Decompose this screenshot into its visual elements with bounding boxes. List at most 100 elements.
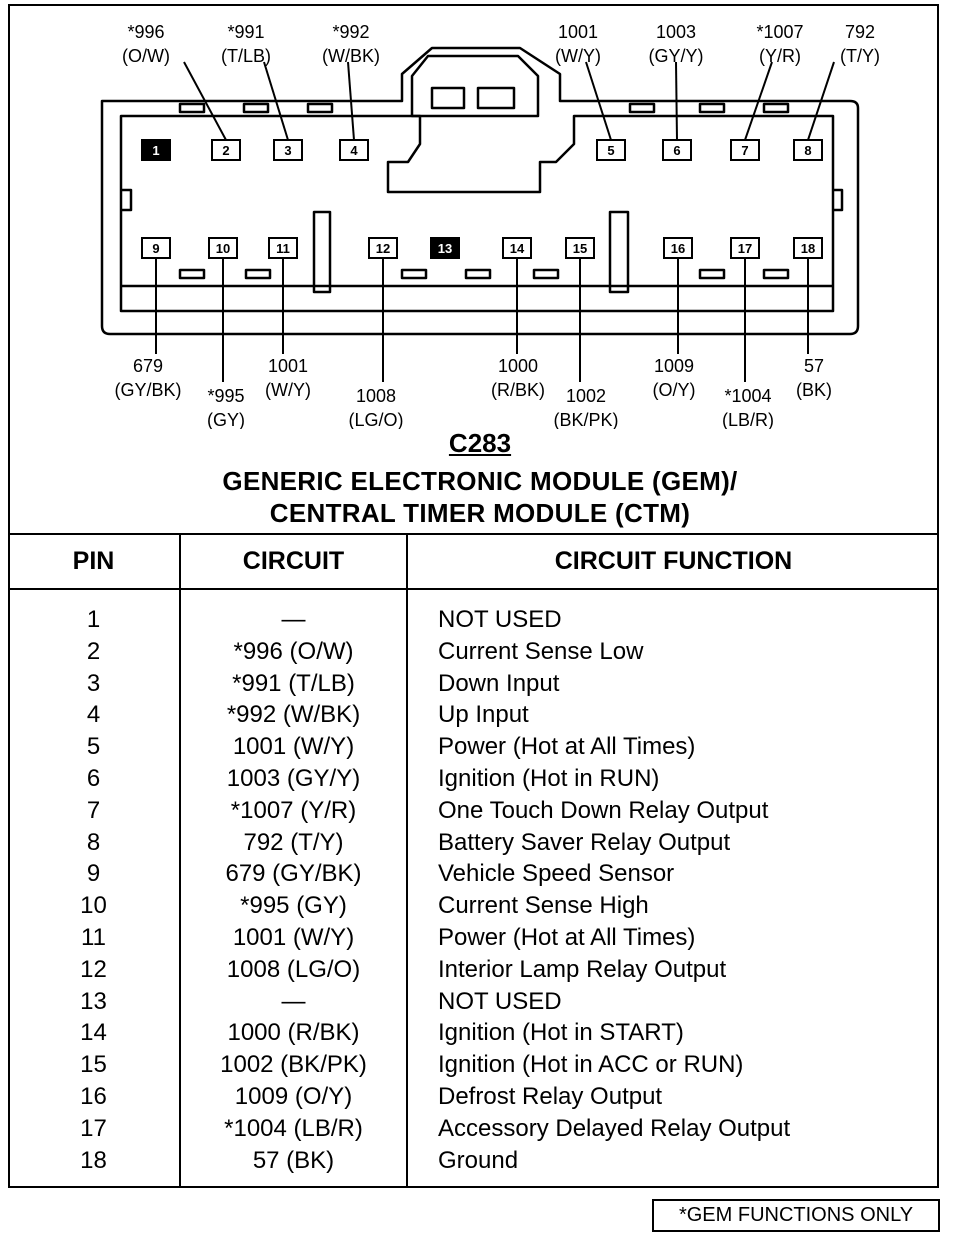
pin-cell: 3 bbox=[86, 669, 101, 697]
circuit-cell: *1004 (LB/R) bbox=[179, 1112, 407, 1145]
function-cell: Down Input bbox=[406, 667, 939, 700]
wire-color: (GY/Y) bbox=[648, 46, 703, 66]
circuit-cell: 792 (T/Y) bbox=[179, 826, 407, 859]
wire-color: (O/W) bbox=[122, 46, 170, 66]
pin-7: 7 bbox=[730, 139, 760, 161]
wire-label-pin-7: *1007(Y/R) bbox=[756, 22, 803, 66]
wire-color: (LB/R) bbox=[722, 410, 774, 429]
pin-18: 18 bbox=[793, 237, 823, 259]
leader-line bbox=[744, 61, 773, 141]
circuit-cell: *1007 (Y/R) bbox=[179, 794, 407, 827]
pin-number: 17 bbox=[738, 241, 752, 256]
pin-cavity bbox=[793, 139, 823, 161]
function-cell: Current Sense Low bbox=[406, 635, 939, 668]
function-cell: Ignition (Hot in START) bbox=[406, 1017, 939, 1050]
wire-label-pin-16: 1009(O/Y) bbox=[653, 356, 696, 400]
circuit-cell: 57 (BK) bbox=[179, 1144, 407, 1189]
wire-color: (W/BK) bbox=[322, 46, 380, 66]
pin-cavity bbox=[141, 237, 171, 259]
pin-4: 4 bbox=[339, 139, 369, 161]
circuit-number: 1002 bbox=[566, 386, 606, 406]
table-row: 2*996 (O/W)Current Sense Low bbox=[8, 635, 939, 668]
pin-2: 2 bbox=[211, 139, 241, 161]
pin-12: 12 bbox=[368, 237, 398, 259]
pin-cell: 13 bbox=[80, 987, 107, 1015]
pin-cavity bbox=[730, 237, 760, 259]
pin-17: 17 bbox=[730, 237, 760, 259]
circuit-cell: 1001 (W/Y) bbox=[179, 921, 407, 954]
table-row: 1—NOT USED bbox=[8, 589, 939, 636]
circuit-cell: 679 (GY/BK) bbox=[179, 858, 407, 891]
pin-5: 5 bbox=[596, 139, 626, 161]
pin-cavity bbox=[211, 139, 241, 161]
circuit-number: *995 bbox=[207, 386, 244, 406]
pin-number: 3 bbox=[284, 143, 291, 158]
pin-number: 9 bbox=[152, 241, 159, 256]
table-row: 4*992 (W/BK)Up Input bbox=[8, 699, 939, 732]
function-cell: Accessory Delayed Relay Output bbox=[406, 1112, 939, 1145]
leader-line bbox=[807, 61, 835, 141]
pin-number: 2 bbox=[222, 143, 229, 158]
circuit-number: 1001 bbox=[268, 356, 308, 376]
function-cell: Battery Saver Relay Output bbox=[406, 826, 939, 859]
wire-color: (LG/O) bbox=[348, 410, 403, 429]
circuit-cell: 1001 (W/Y) bbox=[179, 731, 407, 763]
table-row: 13—NOT USED bbox=[8, 985, 939, 1018]
pin-cavity bbox=[793, 237, 823, 259]
function-cell: Power (Hot at All Times) bbox=[406, 921, 939, 954]
wire-color: (O/Y) bbox=[653, 380, 696, 400]
wire-label-pin-11: 1001(W/Y) bbox=[265, 356, 311, 400]
wire-color: (BK) bbox=[796, 380, 832, 400]
pin-13: 13 bbox=[430, 237, 460, 259]
pin-cavity bbox=[662, 139, 692, 161]
pin-number: 8 bbox=[804, 143, 811, 158]
leader-lines bbox=[155, 61, 835, 382]
pin-1: 1 bbox=[141, 139, 171, 161]
circuit-number: 1000 bbox=[498, 356, 538, 376]
wire-label-pin-18: 57(BK) bbox=[796, 356, 832, 400]
wire-color: (BK/PK) bbox=[553, 410, 618, 429]
wire-color: (GY) bbox=[207, 410, 245, 429]
wire-label-pin-4: *992(W/BK) bbox=[322, 22, 380, 66]
pin-cell: 12 bbox=[80, 955, 107, 983]
table-row: 10*995 (GY)Current Sense High bbox=[8, 890, 939, 922]
circuit-number: 679 bbox=[133, 356, 163, 376]
pin-cavity bbox=[663, 237, 693, 259]
pin-cell: 5 bbox=[86, 733, 101, 761]
circuit-number: 1008 bbox=[356, 386, 396, 406]
circuit-cell: — bbox=[179, 985, 407, 1018]
circuit-number: 1001 bbox=[558, 22, 598, 42]
wire-color: (GY/BK) bbox=[114, 380, 181, 400]
wire-label-pin-2: *996(O/W) bbox=[122, 22, 170, 66]
leader-line bbox=[183, 61, 227, 141]
pin-15: 15 bbox=[565, 237, 595, 259]
pin-cavity bbox=[596, 139, 626, 161]
wire-label-pin-5: 1001(W/Y) bbox=[555, 22, 601, 66]
function-cell: Up Input bbox=[406, 699, 939, 732]
function-cell: Ignition (Hot in ACC or RUN) bbox=[406, 1049, 939, 1081]
circuit-number: *1004 bbox=[724, 386, 771, 406]
pin-cavity bbox=[730, 139, 760, 161]
circuit-number: 792 bbox=[845, 22, 875, 42]
header-circuit-function: CIRCUIT FUNCTION bbox=[406, 533, 939, 590]
pin-number: 4 bbox=[350, 143, 358, 158]
wire-color: (T/Y) bbox=[840, 46, 880, 66]
circuit-cell: 1000 (R/BK) bbox=[179, 1017, 407, 1050]
pin-number: 16 bbox=[671, 241, 685, 256]
wire-label-pin-10: *995 (GY) bbox=[207, 386, 245, 429]
table-row: 3*991 (T/LB)Down Input bbox=[8, 667, 939, 700]
pin-cell: 15 bbox=[80, 1051, 107, 1079]
circuit-cell: *996 (O/W) bbox=[179, 635, 407, 668]
pin-number: 15 bbox=[573, 241, 587, 256]
pin-cavity bbox=[273, 139, 303, 161]
pin-cavity bbox=[141, 139, 171, 161]
function-cell: Vehicle Speed Sensor bbox=[406, 858, 939, 891]
pin-number: 12 bbox=[376, 241, 390, 256]
